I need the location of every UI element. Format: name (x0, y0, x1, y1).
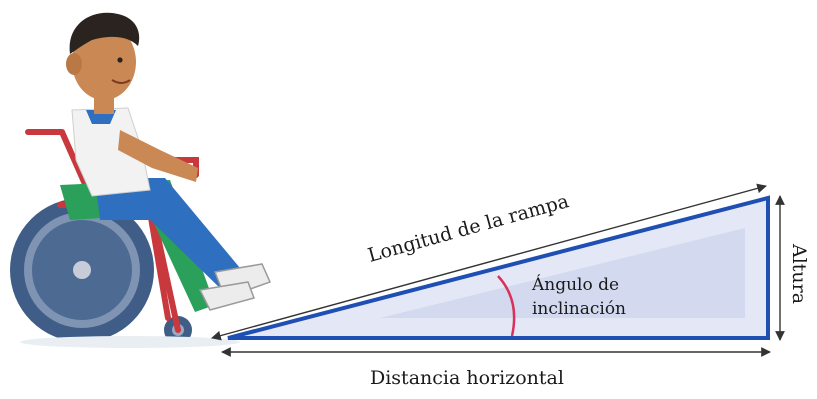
pants-icon (95, 178, 240, 290)
arm-icon (118, 130, 198, 182)
horizontal-distance-label: Distancia horizontal (370, 367, 564, 389)
angle-label-line2: inclinación (532, 299, 626, 319)
hair-icon (69, 12, 140, 54)
wheelchair-wheel-icon (10, 198, 154, 342)
ramp-length-dimension-line (211, 183, 767, 341)
angle-label-line1: Ángulo de (531, 274, 619, 295)
boy-in-wheelchair-illustration (10, 12, 272, 348)
height-label: Altura (788, 243, 810, 304)
head-icon (72, 24, 136, 100)
shirt-icon (71, 107, 151, 197)
